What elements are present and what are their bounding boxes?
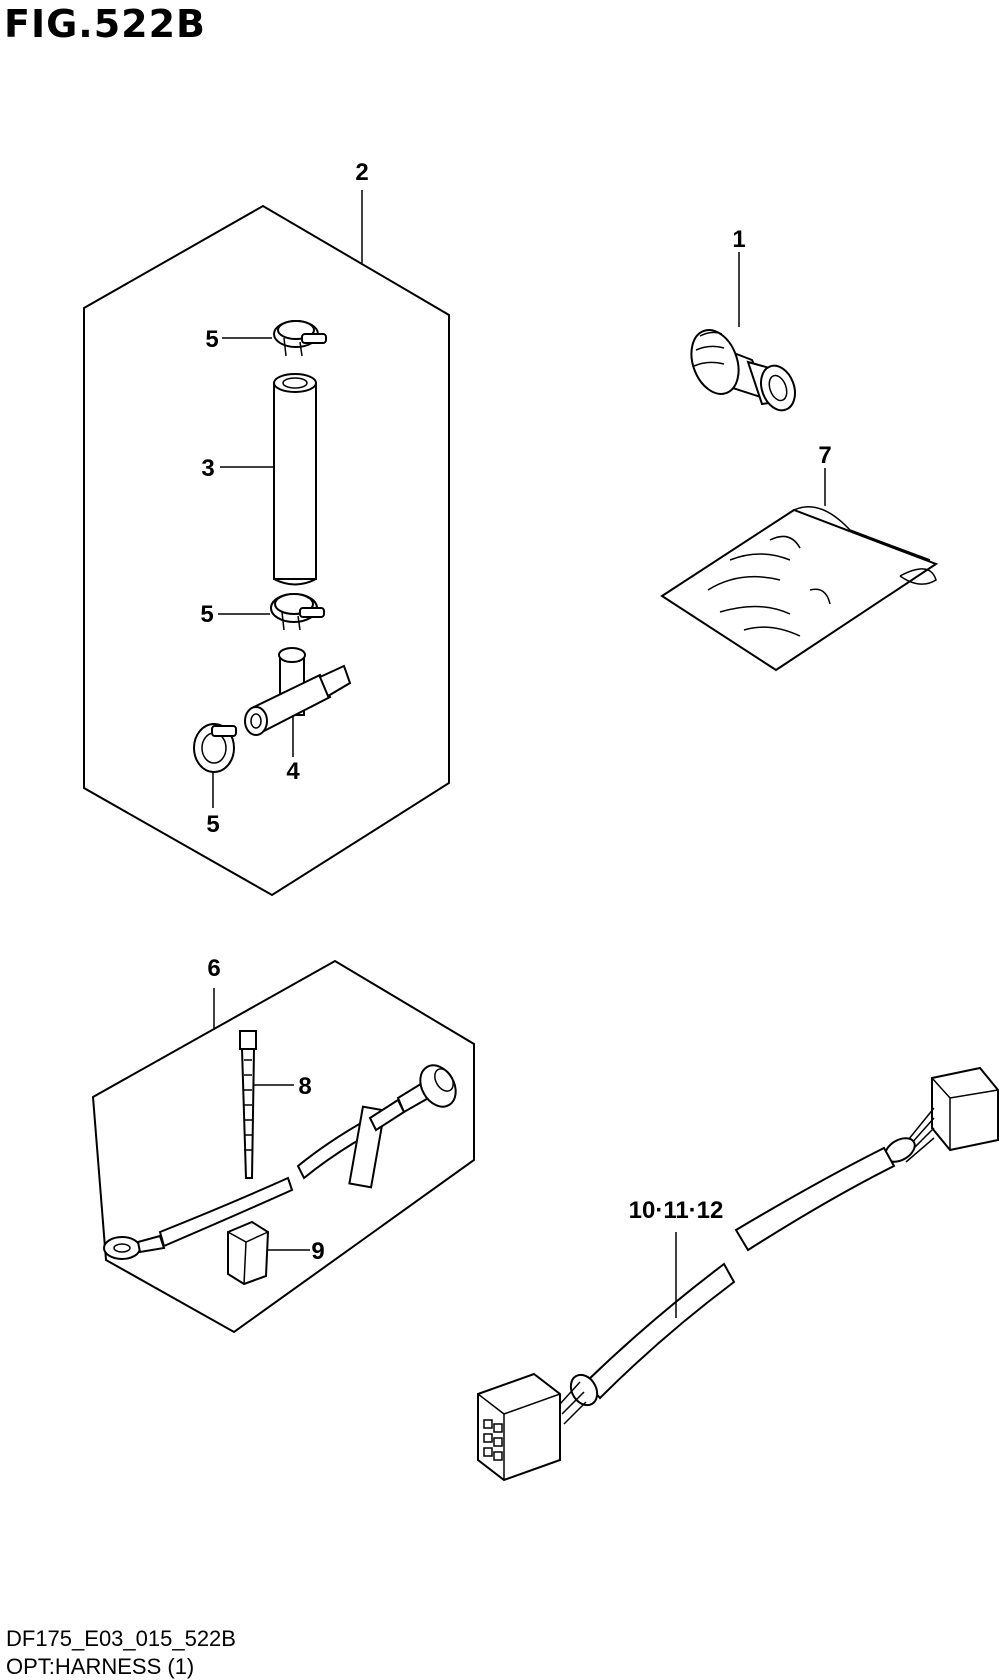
tee-joint-part[interactable] — [244, 647, 352, 736]
figure-name: OPT:HARNESS (1) — [6, 1654, 195, 1679]
kit-outline-hose — [83, 204, 450, 897]
grease-bag-part[interactable] — [660, 506, 939, 672]
callout-9[interactable]: 7 — [818, 442, 831, 469]
fuse-part[interactable] — [227, 1220, 270, 1286]
callout-10-11-12[interactable]: 10·11·12 — [629, 1197, 724, 1224]
lead-wire-part[interactable] — [103, 1059, 463, 1260]
callout-5-top[interactable]: 5 — [205, 326, 218, 353]
clip-part[interactable] — [273, 320, 327, 357]
callout-5-mid[interactable]: 5 — [200, 601, 213, 628]
callout-7[interactable]: 8 — [298, 1073, 311, 1100]
model-code: DF175_E03_015_522B — [6, 1626, 236, 1651]
extension-harness-part[interactable] — [477, 1066, 999, 1482]
plug-part[interactable] — [683, 323, 801, 415]
parts-diagram: 2 5 3 5 4 5 — [83, 159, 999, 1482]
clip-part[interactable] — [270, 593, 325, 631]
callout-6[interactable]: 6 — [207, 955, 220, 982]
callout-4[interactable]: 4 — [286, 758, 300, 785]
kit-outline-lead — [91, 959, 475, 1334]
callout-2[interactable]: 2 — [355, 159, 368, 186]
cable-tie-part[interactable] — [239, 1030, 257, 1179]
figure-title: FIG.522B — [4, 2, 207, 46]
callout-5-bot[interactable]: 5 — [206, 811, 219, 838]
callout-8[interactable]: 9 — [311, 1238, 324, 1265]
callout-3[interactable]: 3 — [201, 455, 214, 482]
callout-1[interactable]: 1 — [732, 226, 745, 253]
clip-part[interactable] — [193, 723, 237, 773]
hose-part[interactable] — [273, 373, 317, 586]
